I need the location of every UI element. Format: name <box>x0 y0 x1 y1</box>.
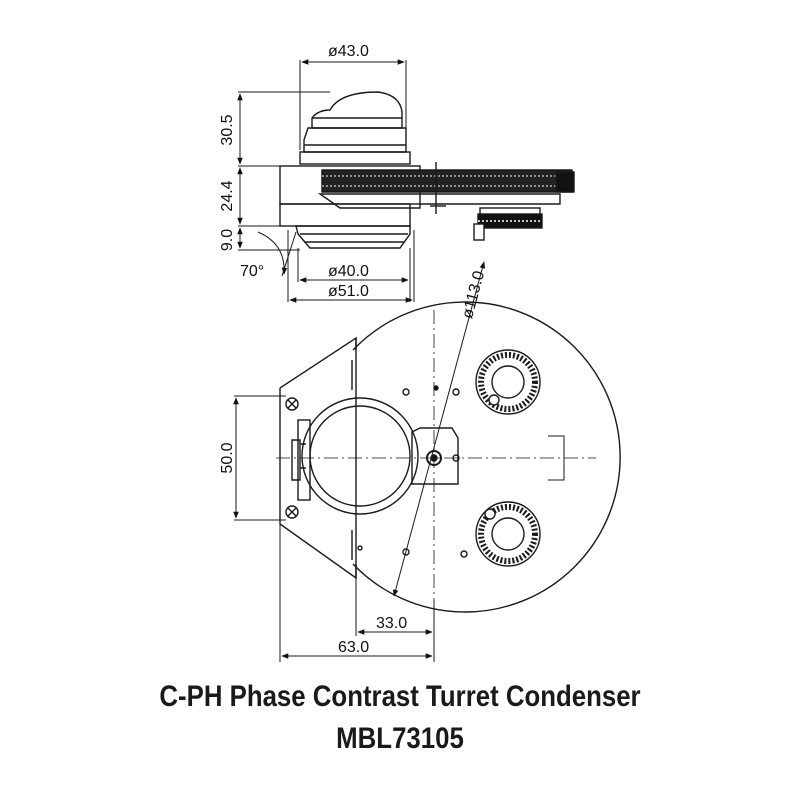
lower-tube <box>295 225 411 249</box>
bottom-view <box>279 301 621 613</box>
label-height-lower: 9.0 <box>219 229 236 251</box>
label-offset-outer: 63.0 <box>338 639 369 656</box>
turret-disc <box>352 301 621 613</box>
objective-outer <box>301 397 419 515</box>
lens-collar <box>299 151 411 165</box>
label-turret-diameter: ø113.0 <box>459 269 488 320</box>
knob-side <box>473 207 543 241</box>
knob-top <box>475 349 541 415</box>
label-bottom-diameter-outer: ø51.0 <box>328 283 369 300</box>
knob-bottom <box>475 501 541 567</box>
dim-line-turret-diameter <box>392 261 486 597</box>
top-lens-cap <box>311 91 403 129</box>
side-view <box>279 91 575 249</box>
knurled-ring <box>321 169 573 193</box>
screw <box>285 397 299 411</box>
label-top-diameter: ø43.0 <box>328 43 369 60</box>
objective-inner <box>309 405 411 507</box>
label-bottom-diameter-inner: ø40.0 <box>328 263 369 280</box>
lens-body <box>303 127 407 153</box>
screw <box>285 505 299 519</box>
label-height-upper: 30.5 <box>219 114 236 145</box>
model-number: MBL73105 <box>336 722 464 755</box>
label-angle: 70° <box>240 263 264 280</box>
label-plate-height: 50.0 <box>219 442 236 473</box>
bottom-dimensions <box>233 261 486 662</box>
product-title: C-PH Phase Contrast Turret Condenser <box>159 680 641 713</box>
label-offset-inner: 33.0 <box>376 615 407 632</box>
label-height-mid: 24.4 <box>219 180 236 211</box>
